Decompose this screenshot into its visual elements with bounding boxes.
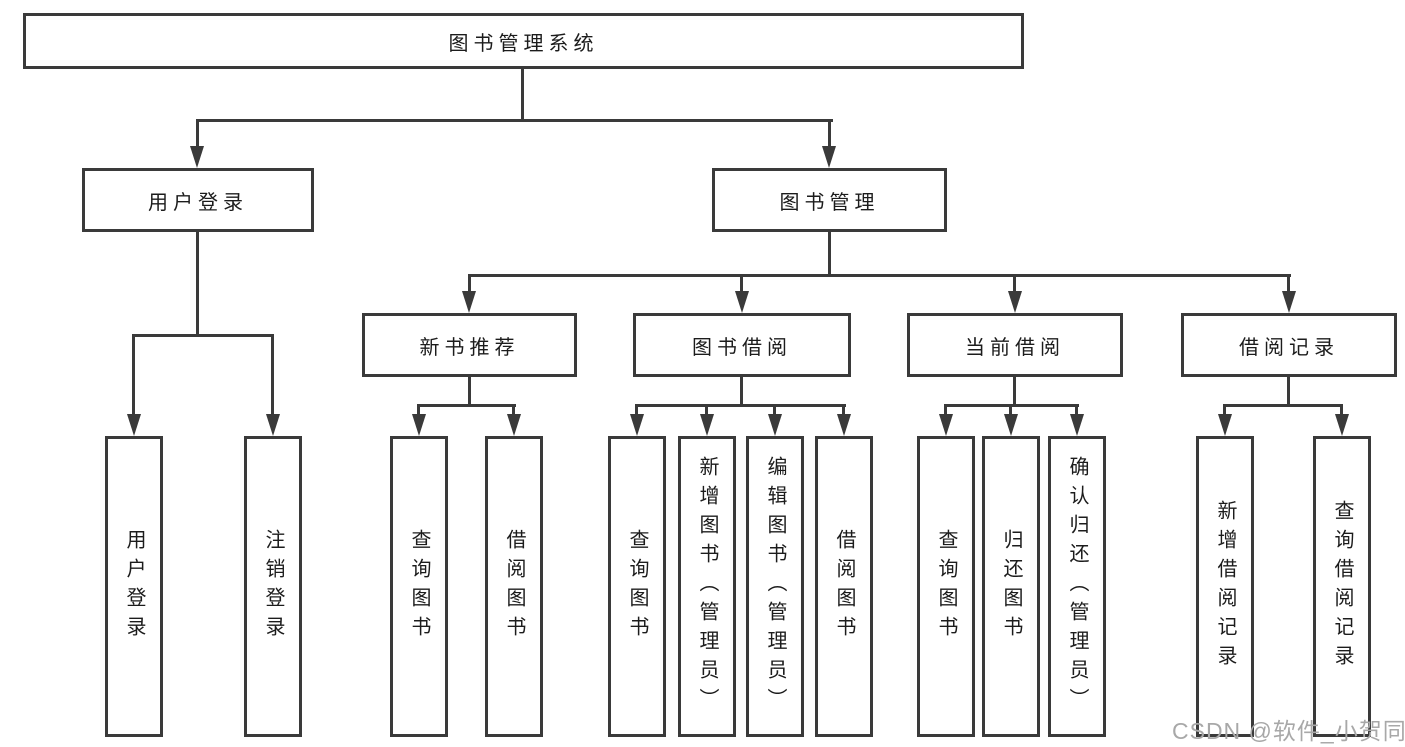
arrowhead-down-icon bbox=[837, 414, 851, 436]
csdn-watermark: CSDN @软件_小贺同学 bbox=[1172, 718, 1405, 744]
leaf-return-books: 归还图书 bbox=[982, 436, 1040, 737]
connector-drop bbox=[944, 404, 947, 417]
connector-book-borrow-rail bbox=[635, 404, 846, 407]
arrowhead-down-icon bbox=[190, 146, 204, 168]
arrowhead-down-icon bbox=[822, 146, 836, 168]
node-current-borrow: 当前借阅 bbox=[907, 313, 1123, 377]
leaf-label: 查询借阅记录 bbox=[1331, 499, 1353, 674]
connector-drop-book-management bbox=[828, 119, 831, 149]
arrowhead-down-icon bbox=[630, 414, 644, 436]
node-label: 借阅记录 bbox=[1239, 336, 1339, 359]
leaf-label: 查询图书 bbox=[935, 528, 957, 645]
leaf-borrow-books-1: 借阅图书 bbox=[485, 436, 543, 737]
connector-drop bbox=[1075, 404, 1078, 417]
leaf-edit-books-admin: 编辑图书（管理员） bbox=[746, 436, 804, 737]
arrowhead-down-icon bbox=[412, 414, 426, 436]
connector-drop bbox=[1009, 404, 1012, 417]
connector-root-stem bbox=[521, 68, 524, 121]
connector-user-login-stem bbox=[196, 231, 199, 335]
leaf-label: 新增借阅记录 bbox=[1214, 499, 1236, 674]
node-borrow-records: 借阅记录 bbox=[1181, 313, 1397, 377]
arrowhead-down-icon bbox=[266, 414, 280, 436]
arrowhead-down-icon bbox=[1004, 414, 1018, 436]
arrowhead-down-icon bbox=[1282, 291, 1296, 313]
connector-drop-new-books bbox=[468, 274, 471, 293]
connector-drop bbox=[842, 404, 845, 417]
connector-user-login-rail bbox=[133, 334, 274, 337]
node-label: 新书推荐 bbox=[419, 336, 520, 359]
leaf-label: 借阅图书 bbox=[833, 528, 855, 645]
connector-book-borrow-stem bbox=[740, 376, 743, 406]
node-new-book-recommend: 新书推荐 bbox=[362, 313, 577, 377]
connector-drop-current-borrow bbox=[1013, 274, 1016, 293]
connector-borrow-records-rail bbox=[1223, 404, 1343, 407]
leaf-label: 用户登录 bbox=[123, 528, 145, 645]
leaf-confirm-return-admin: 确认归还（管理员） bbox=[1048, 436, 1106, 737]
node-library-management-system: 图书管理系统 bbox=[23, 13, 1024, 69]
connector-new-books-stem bbox=[468, 376, 471, 406]
connector-current-borrow-stem bbox=[1013, 376, 1016, 406]
connector-book-management-stem bbox=[828, 231, 831, 276]
leaf-user-login: 用户登录 bbox=[105, 436, 163, 737]
arrowhead-down-icon bbox=[1335, 414, 1349, 436]
leaf-label: 确认归还（管理员） bbox=[1066, 456, 1088, 717]
leaf-label: 借阅图书 bbox=[503, 528, 525, 645]
connector-level3-rail bbox=[468, 274, 1291, 277]
connector-drop bbox=[1340, 404, 1343, 417]
node-label: 用户登录 bbox=[148, 191, 248, 214]
connector-drop-borrow-records bbox=[1287, 274, 1290, 293]
node-label: 图书借阅 bbox=[692, 336, 792, 359]
arrowhead-down-icon bbox=[1070, 414, 1084, 436]
connector-drop bbox=[705, 404, 708, 417]
connector-drop bbox=[773, 404, 776, 417]
leaf-label: 查询图书 bbox=[626, 528, 648, 645]
connector-drop-logout bbox=[271, 334, 274, 417]
connector-borrow-records-stem bbox=[1287, 376, 1290, 406]
node-user-login: 用户登录 bbox=[82, 168, 314, 232]
connector-drop bbox=[1223, 404, 1226, 417]
arrowhead-down-icon bbox=[700, 414, 714, 436]
arrowhead-down-icon bbox=[507, 414, 521, 436]
arrowhead-down-icon bbox=[1218, 414, 1232, 436]
connector-new-books-rail bbox=[417, 404, 516, 407]
arrowhead-down-icon bbox=[768, 414, 782, 436]
leaf-label: 查询图书 bbox=[408, 528, 430, 645]
leaf-label: 注销登录 bbox=[262, 528, 284, 645]
arrowhead-down-icon bbox=[462, 291, 476, 313]
connector-drop-login bbox=[132, 334, 135, 417]
leaf-query-borrow-record: 查询借阅记录 bbox=[1313, 436, 1371, 737]
leaf-label: 新增图书（管理员） bbox=[696, 456, 718, 717]
connector-drop bbox=[635, 404, 638, 417]
connector-drop bbox=[417, 404, 420, 417]
leaf-label: 编辑图书（管理员） bbox=[764, 456, 786, 717]
node-label: 图书管理 bbox=[779, 191, 880, 214]
connector-level2-rail bbox=[196, 119, 833, 122]
leaf-logout: 注销登录 bbox=[244, 436, 302, 737]
arrowhead-down-icon bbox=[735, 291, 749, 313]
connector-drop bbox=[512, 404, 515, 417]
node-book-borrow: 图书借阅 bbox=[633, 313, 851, 377]
leaf-add-borrow-record: 新增借阅记录 bbox=[1196, 436, 1254, 737]
leaf-add-books-admin: 新增图书（管理员） bbox=[678, 436, 736, 737]
node-label: 图书管理系统 bbox=[448, 32, 599, 55]
connector-drop-book-borrow bbox=[740, 274, 743, 293]
connector-drop-user-login bbox=[196, 119, 199, 149]
arrowhead-down-icon bbox=[1008, 291, 1022, 313]
node-label: 当前借阅 bbox=[965, 336, 1065, 359]
arrowhead-down-icon bbox=[939, 414, 953, 436]
leaf-query-books-1: 查询图书 bbox=[390, 436, 448, 737]
leaf-query-books-3: 查询图书 bbox=[917, 436, 975, 737]
leaf-borrow-books-2: 借阅图书 bbox=[815, 436, 873, 737]
arrowhead-down-icon bbox=[127, 414, 141, 436]
leaf-query-books-2: 查询图书 bbox=[608, 436, 666, 737]
leaf-label: 归还图书 bbox=[1000, 528, 1022, 645]
node-book-management: 图书管理 bbox=[712, 168, 947, 232]
